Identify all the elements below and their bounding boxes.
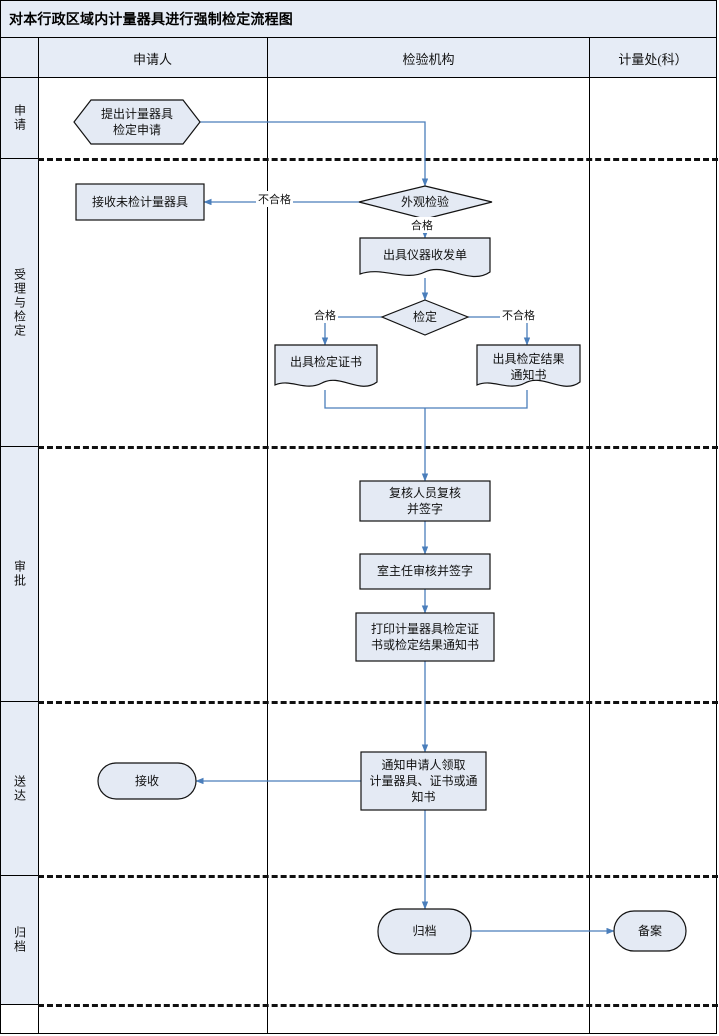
column-header-inspection: 检验机构 xyxy=(402,51,455,67)
node-n2-shape[interactable] xyxy=(75,183,205,221)
lane-divider-solid-3 xyxy=(1,701,38,702)
connector-n1-n3 xyxy=(200,121,429,187)
node-n9-shape[interactable] xyxy=(359,553,491,590)
connector-merge-n6-n7 xyxy=(324,390,528,409)
lane-divider-solid-5 xyxy=(1,1004,38,1005)
lane-label-accept-text: 受理与检定 xyxy=(12,267,27,338)
column-header-applicant: 申请人 xyxy=(132,51,172,67)
lane-label-deliver: 送达 xyxy=(1,702,38,875)
node-n4-shape[interactable] xyxy=(359,237,491,278)
node-n6-shape[interactable] xyxy=(274,344,378,387)
lane-label-apply-text: 申请 xyxy=(12,104,27,132)
title-bar: 对本行政区域内计量器具进行强制检定流程图 xyxy=(1,1,716,38)
node-n8-shape[interactable] xyxy=(359,480,491,522)
page-title: 对本行政区域内计量器具进行强制检定流程图 xyxy=(9,11,293,27)
lane-label-deliver-text: 送达 xyxy=(12,774,27,803)
edge-label-hege-1: 合格 xyxy=(409,217,435,233)
column-separator-applicant xyxy=(267,38,268,1034)
node-n14-shape[interactable] xyxy=(613,910,687,952)
lane-label-accept: 受理与检定 xyxy=(1,159,38,446)
column-header-row: 申请人 检验机构 计量处(科） xyxy=(1,38,716,78)
lane-label-archive: 归档 xyxy=(1,876,38,1004)
lane-separator-2 xyxy=(38,446,718,449)
edge-label-buhege-2: 不合格 xyxy=(500,307,537,323)
lane-label-approve: 审批 xyxy=(1,447,38,701)
lane-divider-solid-4 xyxy=(1,875,38,876)
lane-separator-5 xyxy=(38,1004,718,1007)
lane-separator-4 xyxy=(38,875,718,878)
node-n12-shape[interactable] xyxy=(97,762,197,800)
lane-separator-3 xyxy=(38,701,718,704)
node-n13-shape[interactable] xyxy=(377,908,472,955)
node-n5-shape[interactable] xyxy=(380,299,470,336)
lane-label-archive-text: 归档 xyxy=(12,926,27,954)
column-header-metrology: 计量处(科） xyxy=(618,51,688,67)
edge-label-buhege-1: 不合格 xyxy=(256,191,293,207)
node-n10-shape[interactable] xyxy=(355,612,495,662)
lane-divider-solid-1 xyxy=(1,158,38,159)
node-n3-shape[interactable] xyxy=(358,185,493,220)
node-n11-shape[interactable] xyxy=(360,751,487,811)
node-n7-shape[interactable] xyxy=(476,344,581,387)
lane-label-approve-text: 审批 xyxy=(12,560,27,588)
lane-separator-1 xyxy=(38,158,718,161)
lane-divider-solid-2 xyxy=(1,446,38,447)
column-separator-inspection xyxy=(589,38,590,1034)
edge-label-hege-2: 合格 xyxy=(312,307,338,323)
column-separator-lane xyxy=(38,38,39,1034)
lane-label-apply: 申请 xyxy=(1,78,38,158)
node-n1-shape[interactable] xyxy=(73,99,201,145)
